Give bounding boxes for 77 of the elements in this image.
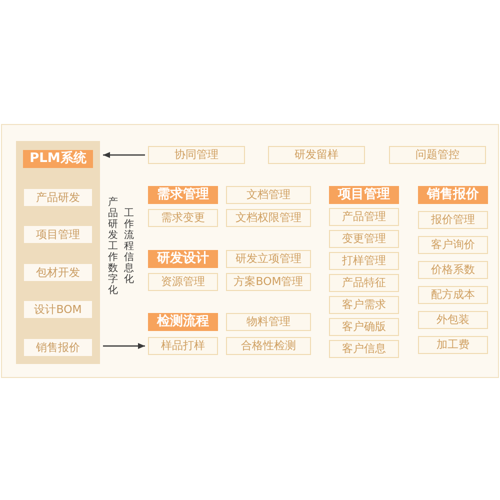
category-label: 研发设计	[157, 251, 209, 267]
module-box	[329, 230, 399, 248]
category-label: 需求管理	[157, 187, 209, 203]
module-box	[329, 296, 399, 314]
module-label: 外包装	[436, 313, 470, 327]
module-label: 客户询价	[431, 238, 475, 252]
category-box	[148, 313, 218, 331]
function-label: 产品研发	[36, 190, 80, 204]
module-box	[418, 236, 488, 254]
function-label: 项目管理	[36, 228, 80, 242]
category-box	[329, 186, 399, 204]
category-box	[418, 186, 488, 204]
function-box	[24, 188, 92, 206]
function-label: 销售报价	[36, 340, 80, 354]
module-label: 物料管理	[246, 315, 290, 329]
module-label: 客户信息	[342, 342, 386, 356]
module-box	[329, 340, 399, 358]
module-box	[148, 273, 218, 291]
function-box	[24, 301, 92, 318]
function-box	[24, 264, 92, 281]
module-box	[418, 336, 488, 354]
module-box	[226, 273, 311, 291]
category-label: 销售报价	[427, 187, 479, 203]
module-label: 方案BOM管理	[234, 275, 304, 289]
module-label: 资源管理	[161, 275, 205, 289]
module-box	[389, 146, 486, 164]
category-label: 项目管理	[338, 187, 390, 203]
module-label: 研发立项管理	[236, 252, 302, 266]
module-label: 研发留样	[294, 148, 338, 162]
module-label: 加工费	[436, 338, 470, 352]
module-box	[226, 250, 311, 268]
module-label: 配方成本	[431, 288, 475, 302]
module-label: 变更管理	[342, 232, 386, 246]
category-box	[148, 250, 218, 268]
module-box	[226, 313, 311, 331]
module-box	[226, 186, 311, 204]
module-box	[418, 261, 488, 279]
module-box	[418, 311, 488, 329]
module-label: 产品特征	[342, 276, 386, 290]
category-box	[23, 150, 93, 168]
module-box	[148, 209, 218, 227]
arrow	[103, 343, 145, 349]
module-box	[329, 208, 399, 226]
module-label: 报价管理	[431, 213, 475, 227]
module-box	[148, 337, 218, 355]
vertical-caption: 工作流程信息化	[124, 208, 134, 285]
category-box	[148, 186, 218, 204]
module-box	[226, 209, 311, 227]
arrow	[103, 152, 145, 158]
module-label: 产品管理	[342, 210, 386, 224]
module-box	[329, 252, 399, 270]
module-label: 打样管理	[342, 254, 386, 268]
category-label: PLM系统	[30, 151, 86, 167]
function-box	[24, 226, 92, 244]
function-label: 包材开发	[36, 266, 80, 279]
module-box	[418, 211, 488, 229]
module-box	[268, 146, 365, 164]
module-label: 样品打样	[161, 339, 205, 353]
module-label: 客户确版	[342, 320, 386, 334]
module-label: 文档权限管理	[236, 211, 302, 225]
function-label: 设计BOM	[34, 303, 82, 316]
vertical-caption: 产品研发工作数字化	[108, 197, 118, 296]
module-box	[226, 337, 311, 355]
module-label: 文档管理	[246, 188, 290, 202]
module-box	[329, 318, 399, 336]
module-label: 问题管控	[416, 148, 460, 162]
module-label: 协同管理	[174, 148, 218, 162]
module-label: 合格性检测	[241, 339, 296, 353]
module-label: 需求变更	[161, 211, 205, 225]
module-box	[148, 146, 245, 164]
module-label: 客户需求	[342, 298, 386, 312]
module-box	[329, 274, 399, 292]
system-panel	[16, 141, 100, 364]
module-label: 价格系数	[431, 263, 475, 277]
function-box	[24, 338, 92, 356]
category-label: 检测流程	[157, 314, 209, 330]
module-box	[418, 286, 488, 304]
